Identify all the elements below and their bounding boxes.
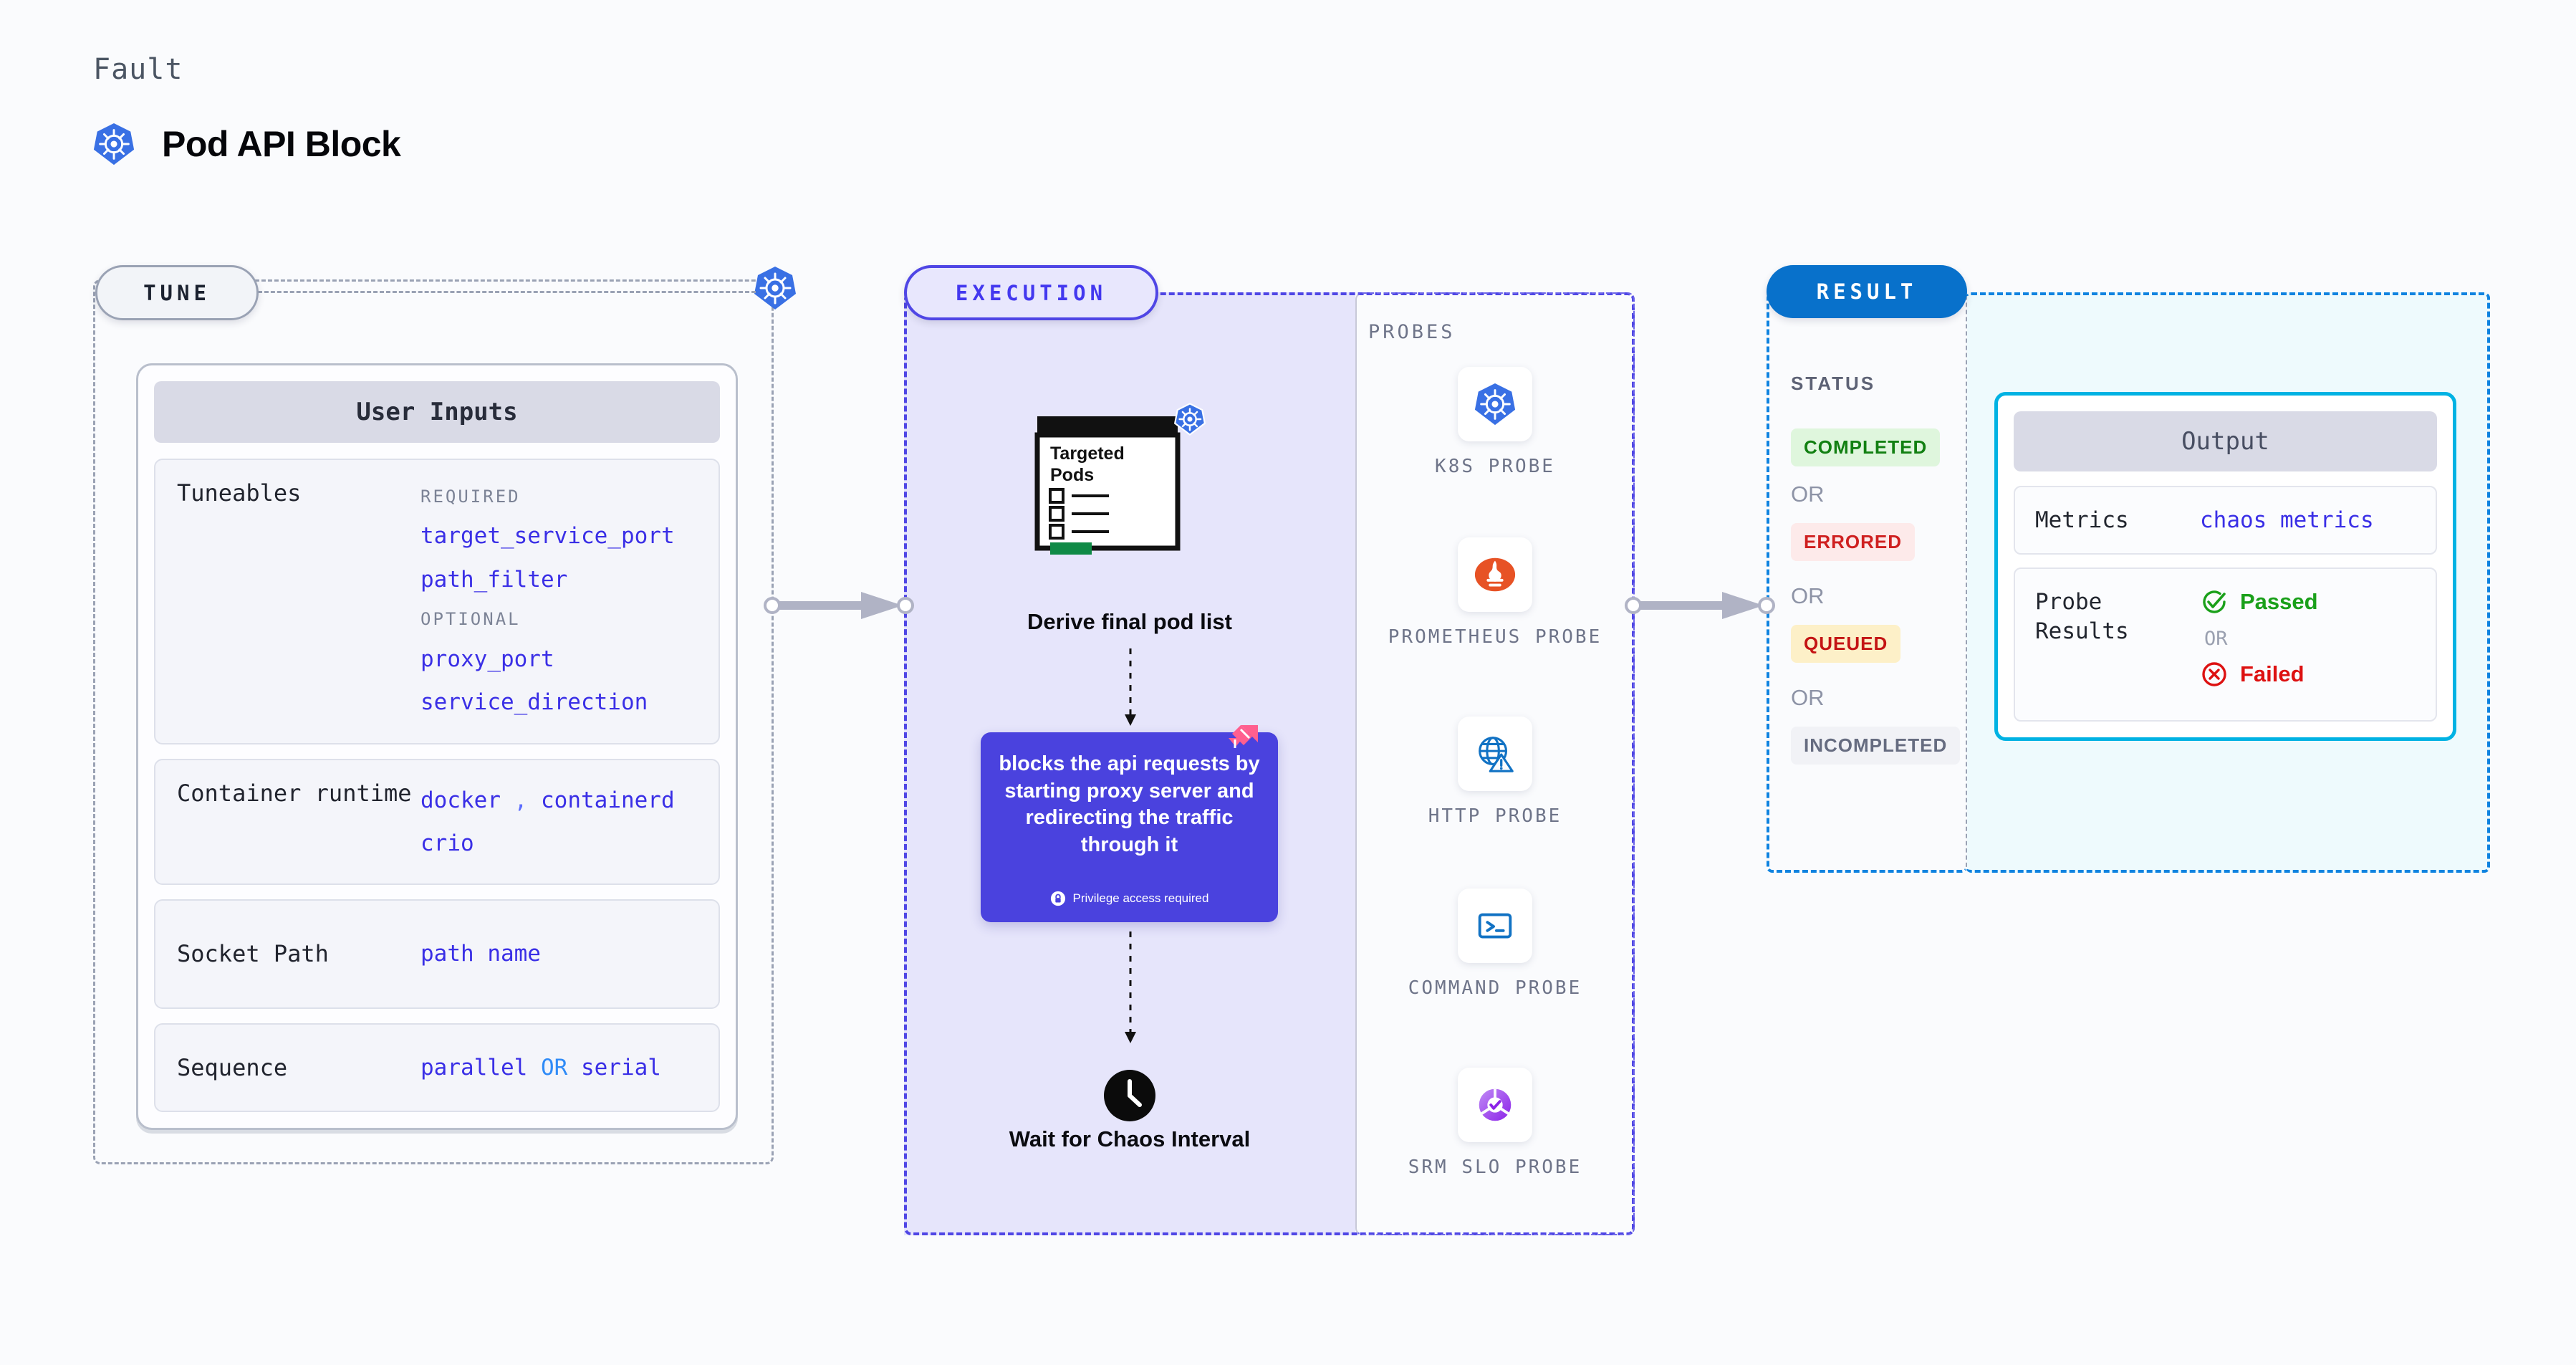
globe-warning-icon (1458, 717, 1532, 791)
runtime-docker: docker (420, 787, 501, 813)
output-row-key: Probe Results (2035, 589, 2129, 644)
probe-label: HTTP PROBE (1428, 805, 1562, 827)
output-card: Output Metrics chaos metrics Probe Resul… (1994, 392, 2456, 742)
probe-label: PROMETHEUS PROBE (1388, 626, 1602, 648)
sequence-serial: serial (580, 1054, 661, 1081)
kubernetes-icon (1458, 367, 1532, 441)
prometheus-icon (1458, 537, 1532, 612)
tune-row-value: REQUIRED target_service_port path_filter… (420, 479, 675, 724)
status-badge-completed: COMPLETED (1791, 428, 1941, 466)
pods-caption: Derive final pod list (1027, 609, 1232, 634)
tune-row-tuneables: Tuneables REQUIRED target_service_port p… (154, 459, 720, 744)
probe-http[interactable]: HTTP PROBE (1355, 717, 1635, 829)
tune-row-key: Tuneables (177, 479, 302, 507)
verdict-or: OR (2204, 628, 2228, 651)
tune-kubernetes-badge (752, 265, 798, 311)
result-section-pill[interactable]: RESULT (1767, 265, 1967, 318)
flow-arrow-tune-to-execution (762, 588, 927, 631)
probe-verdicts: Passed OR Failed (2200, 588, 2318, 689)
tune-row-key: Container runtime (177, 779, 412, 807)
fault-eyebrow-label: Fault (93, 53, 183, 86)
status-or-3: OR (1791, 685, 1825, 710)
tune-row-value: docker , containerd crio (420, 779, 675, 866)
action-description-card: blocks the api requests by starting prox… (981, 732, 1278, 922)
tune-row-container-runtime: Container runtime docker , containerd cr… (154, 758, 720, 886)
execution-section-pill[interactable]: EXECUTION (904, 265, 1158, 320)
tuneable-proxy-port: proxy_port (420, 646, 554, 672)
check-circle-icon (2200, 588, 2229, 616)
probe-srm-slo[interactable]: SRM SLO PROBE (1355, 1068, 1635, 1180)
tuneable-path-filter: path_filter (420, 566, 568, 593)
flow-arrow-execution-to-result (1623, 588, 1788, 631)
privilege-note: Privilege access required (981, 891, 1278, 906)
user-inputs-card: User Inputs Tuneables REQUIRED target_se… (136, 363, 738, 1131)
verdict-failed: Failed (2200, 660, 2318, 689)
wait-caption: Wait for Chaos Interval (1009, 1126, 1251, 1151)
action-description-text: blocks the api requests by starting prox… (999, 752, 1260, 857)
pods-kubernetes-badge (1173, 403, 1206, 436)
tune-row-socket-path: Socket Path path name (154, 899, 720, 1009)
privilege-note-text: Privilege access required (1072, 891, 1209, 905)
svg-text:Targeted: Targeted (1050, 444, 1125, 464)
sequence-operator: OR (540, 1054, 568, 1081)
probe-label: K8S PROBE (1435, 456, 1555, 477)
page-title: Pod API Block (162, 124, 401, 164)
user-inputs-title: User Inputs (154, 381, 720, 443)
probe-label: COMMAND PROBE (1408, 977, 1582, 999)
targeted-pods-illustration: Targeted Pods (1034, 412, 1192, 555)
tune-pill-connector-line (258, 291, 756, 293)
tune-section-pill[interactable]: TUNE (95, 265, 259, 320)
status-badge-errored: ERRORED (1791, 523, 1916, 561)
probe-label: SRM SLO PROBE (1408, 1156, 1582, 1178)
status-or-2: OR (1791, 583, 1825, 608)
tuneable-service-direction: service_direction (420, 689, 648, 716)
tune-row-value: path name (420, 941, 541, 967)
flow-arrow-pods-to-action (1121, 648, 1140, 727)
status-badge-queued: QUEUED (1791, 625, 1901, 663)
output-row-key: Metrics (2035, 507, 2129, 533)
probes-heading: PROBES (1368, 321, 1456, 343)
tune-section-container (93, 279, 774, 1164)
optional-group-label: OPTIONAL (420, 609, 521, 630)
kubernetes-icon (92, 122, 136, 166)
runtime-containerd: containerd (541, 787, 675, 813)
output-row-metrics: Metrics chaos metrics (2014, 486, 2437, 555)
tune-row-sequence: Sequence parallel OR serial (154, 1022, 720, 1113)
status-or-1: OR (1791, 482, 1825, 507)
tuneable-target-service-port: target_service_port (420, 523, 675, 550)
litmus-logo-icon (1219, 722, 1259, 762)
srm-slo-icon (1458, 1068, 1532, 1142)
result-status-container (1767, 292, 1967, 873)
fault-title-row: Pod API Block (92, 122, 401, 166)
status-badge-incompleted: INCOMPLETED (1791, 727, 1961, 765)
output-row-value: chaos metrics (2200, 507, 2374, 534)
runtime-separator: , (514, 787, 528, 813)
runtime-crio: crio (420, 830, 474, 856)
x-circle-icon (2200, 660, 2229, 689)
tune-row-value: parallel OR serial (420, 1046, 661, 1089)
flow-arrow-action-to-wait (1121, 931, 1140, 1046)
probe-prometheus[interactable]: PROMETHEUS PROBE (1355, 537, 1635, 650)
required-group-label: REQUIRED (420, 487, 521, 507)
output-row-probe-results: Probe Results Passed OR (2014, 567, 2437, 722)
lock-icon (1050, 891, 1066, 906)
tune-row-key: Socket Path (177, 940, 329, 968)
probe-k8s[interactable]: K8S PROBE (1355, 367, 1635, 479)
terminal-icon (1458, 889, 1532, 963)
verdict-passed: Passed (2200, 588, 2318, 616)
probes-section-container (1355, 292, 1635, 1235)
tune-row-key: Sequence (177, 1053, 288, 1081)
status-heading: STATUS (1791, 373, 1876, 394)
svg-text:Pods: Pods (1050, 465, 1094, 485)
clock-icon (1102, 1068, 1158, 1124)
output-title: Output (2014, 411, 2437, 471)
sequence-parallel: parallel (420, 1054, 528, 1081)
probe-command[interactable]: COMMAND PROBE (1355, 889, 1635, 1001)
